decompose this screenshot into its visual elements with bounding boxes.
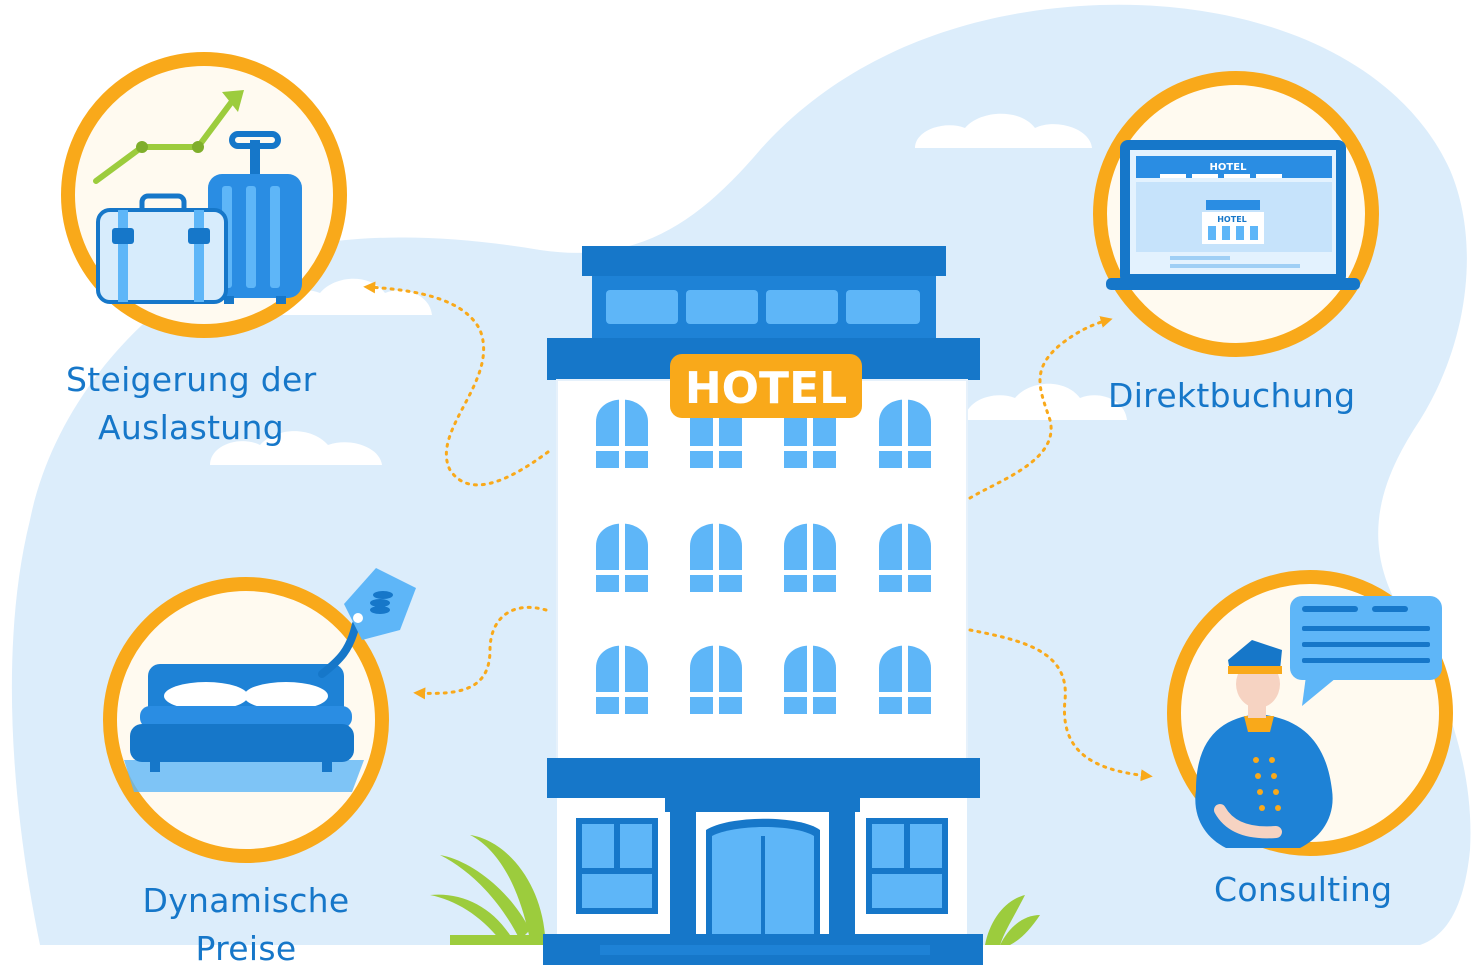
bed-icon xyxy=(124,664,364,792)
connector-arrows xyxy=(363,281,1153,782)
laptop-circle: HOTEL HOTEL xyxy=(1093,71,1379,357)
luggage-icon xyxy=(96,131,302,304)
feature-label-occupancy-line2: Auslastung xyxy=(98,408,284,447)
luggage-circle xyxy=(61,52,347,338)
bellboy-icon xyxy=(1195,640,1333,848)
hotel-sign-text: HOTEL xyxy=(685,363,847,414)
feature-label-direct-booking-text: Direktbuchung xyxy=(1108,376,1356,415)
plant-icon xyxy=(430,835,1040,945)
bed-circle xyxy=(103,568,416,863)
consulting-circle xyxy=(1167,570,1453,856)
hotel-sign xyxy=(670,354,862,418)
laptop-hotel-sign: HOTEL xyxy=(1217,215,1247,224)
price-tag-icon xyxy=(318,568,416,678)
growth-chart-icon xyxy=(93,90,244,184)
feature-label-dynamic-pricing: Dynamische Preise xyxy=(136,877,356,973)
feature-label-dynamic-pricing-line2: Preise xyxy=(195,929,297,968)
laptop-icon: HOTEL HOTEL xyxy=(1106,140,1360,290)
hotel-building-icon: HOTEL xyxy=(543,246,983,965)
feature-label-consulting: Consulting xyxy=(1214,866,1392,914)
laptop-hotel-title: HOTEL xyxy=(1210,162,1248,173)
speech-bubble-icon xyxy=(1290,596,1442,706)
feature-label-direct-booking: Direktbuchung xyxy=(1108,372,1355,420)
feature-label-occupancy: Steigerung der Auslastung xyxy=(66,356,316,452)
feature-label-dynamic-pricing-line1: Dynamische xyxy=(142,881,350,920)
feature-label-consulting-text: Consulting xyxy=(1214,870,1393,909)
feature-label-occupancy-line1: Steigerung der xyxy=(66,360,317,399)
